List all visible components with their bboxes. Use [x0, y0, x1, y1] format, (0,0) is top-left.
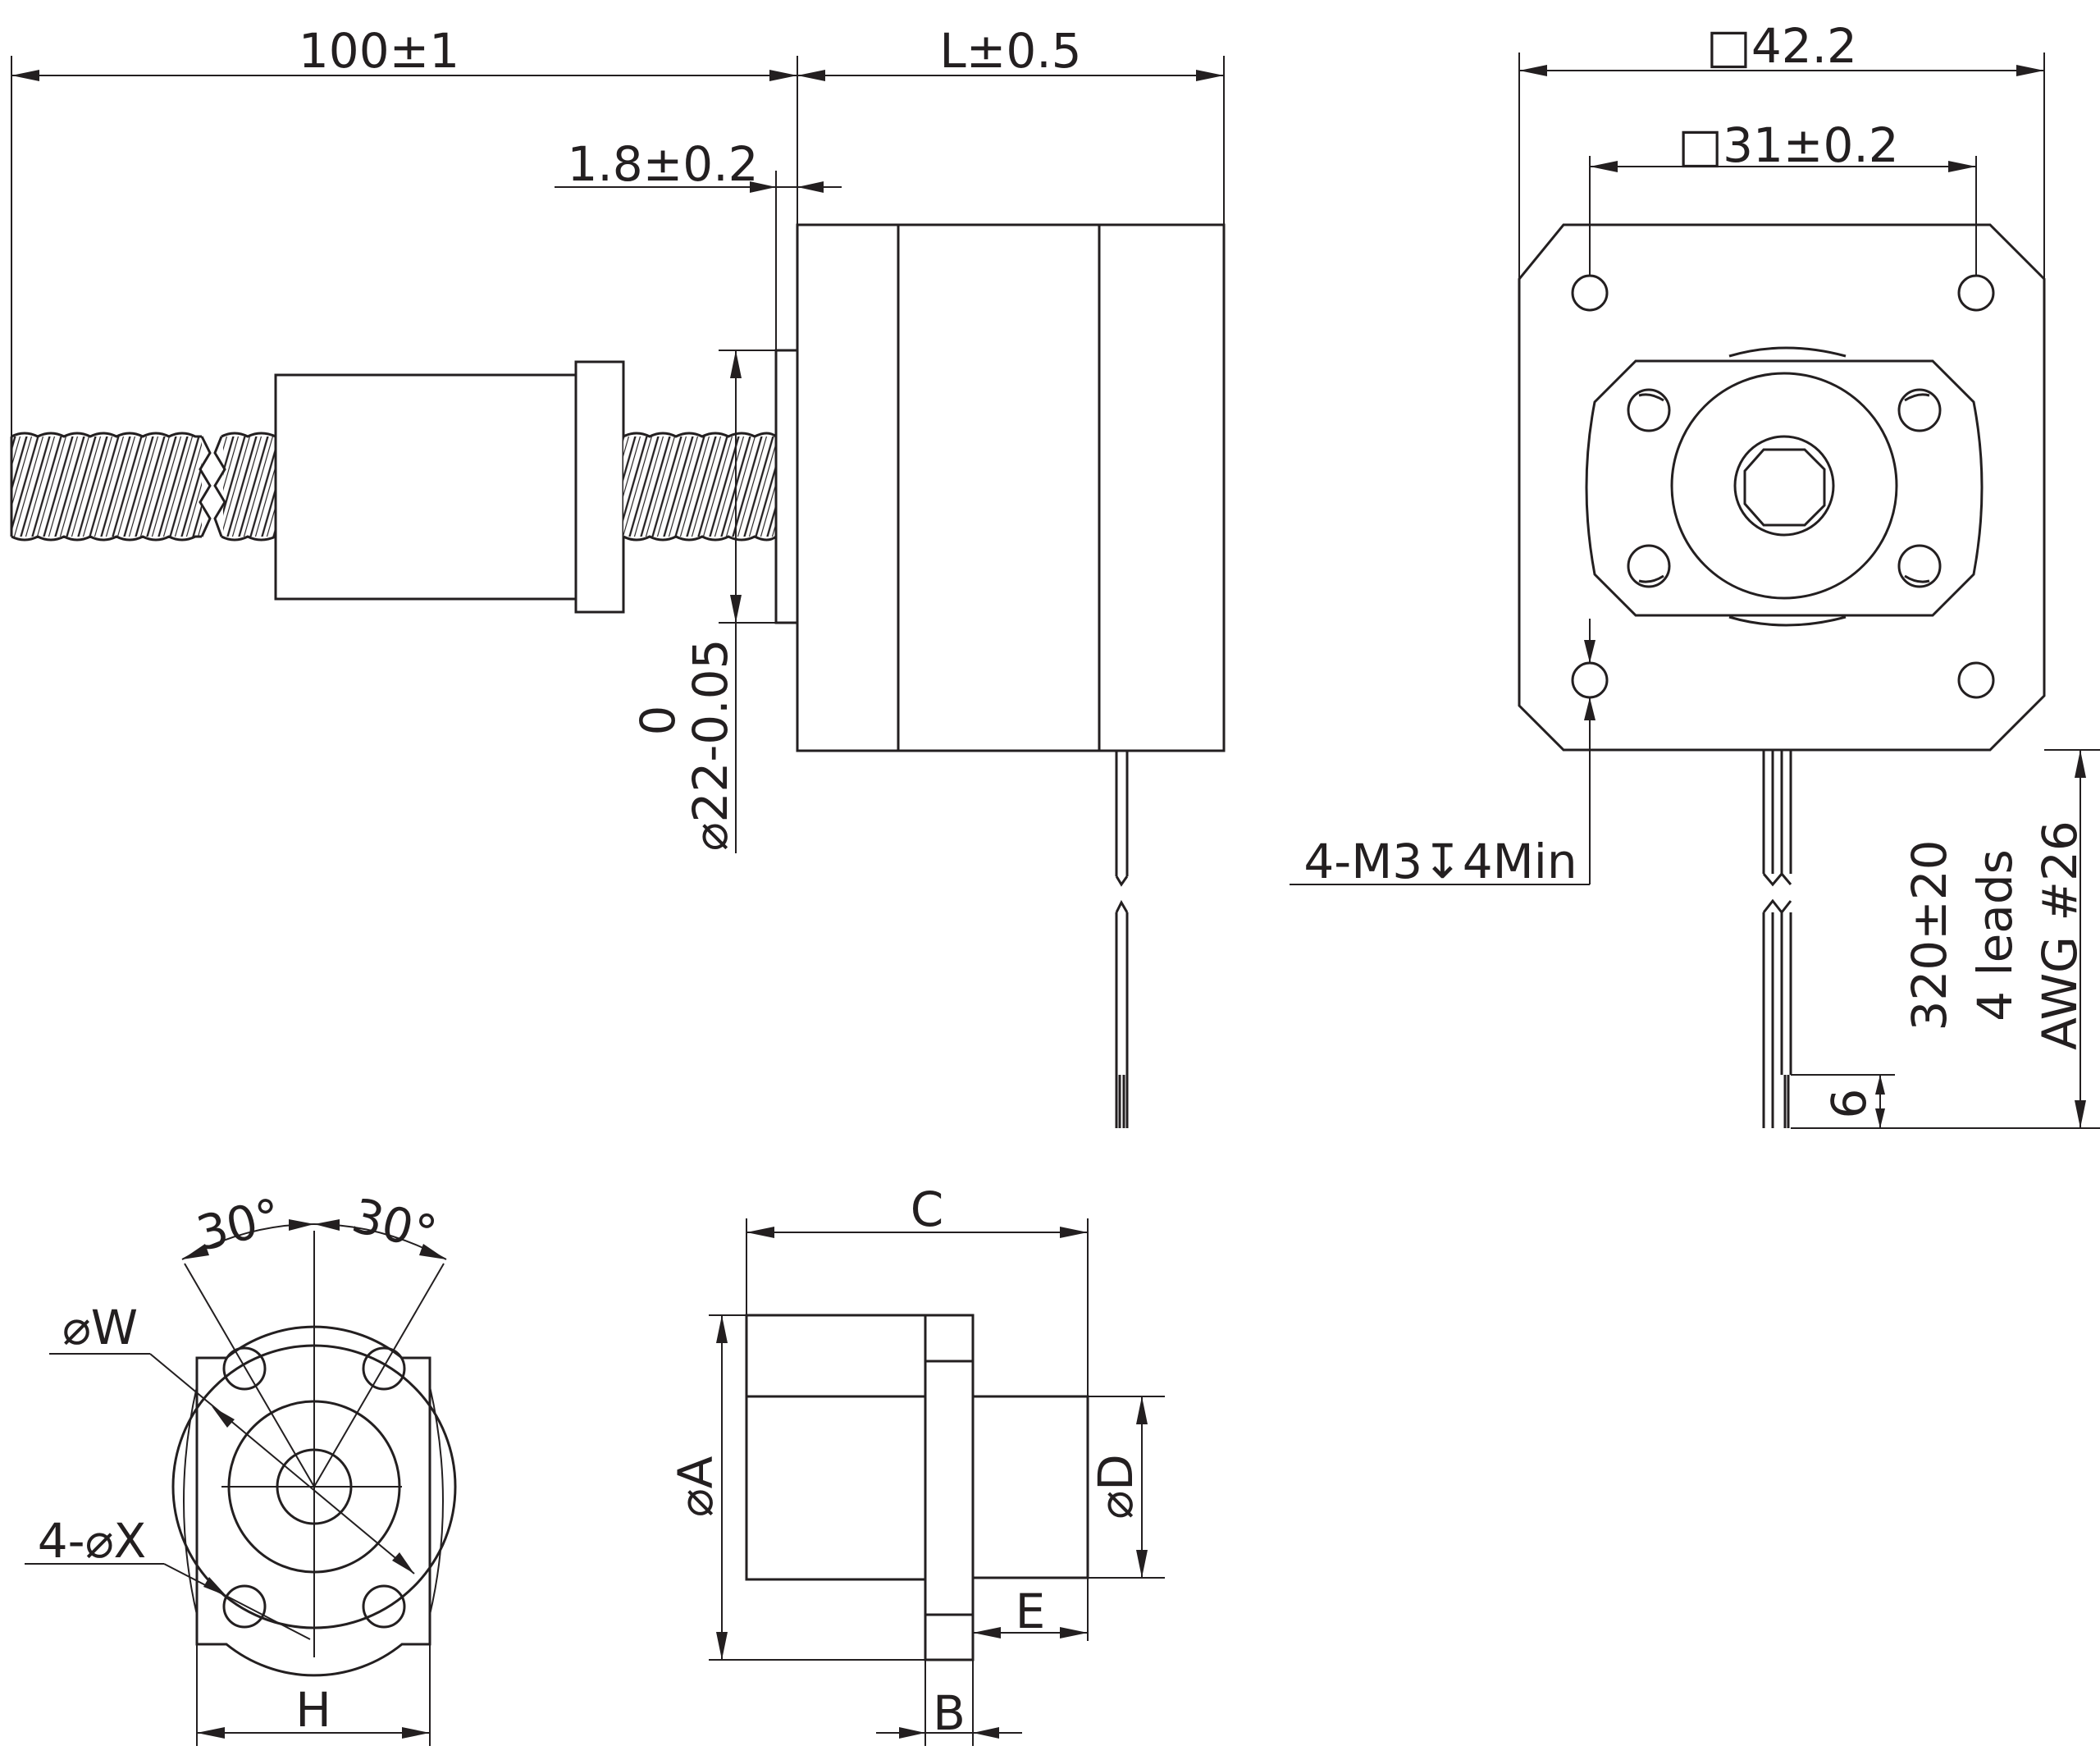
lead-screw-left: [10, 432, 212, 542]
mounting-holes-label: 4-M3↧4Min: [1303, 834, 1577, 889]
strip-length-label: 6: [1821, 1089, 1877, 1119]
dimension-body-length: L±0.5: [797, 23, 1225, 225]
lead-screw-mid: [213, 432, 276, 542]
flange-thickness-b-label: B: [933, 1685, 966, 1741]
nut-side-flange: [924, 1314, 975, 1661]
nut-body: [274, 373, 578, 601]
nut-front-hole-4: [362, 1584, 406, 1629]
dimension-flange-thickness: 1.8±0.2: [555, 136, 842, 350]
nut-side-view: C ⌀A ⌀D E B: [668, 1181, 1165, 1746]
flange-offset-label: E: [1016, 1584, 1046, 1639]
nut-flange: [574, 360, 625, 614]
boss-tolerance-label: 0: [630, 706, 686, 736]
dimension-lead-length: 320±20 4 leads AWG #26: [1791, 749, 2100, 1129]
angle-left-label: 30°: [191, 1187, 286, 1262]
nut-front-hole-3: [222, 1584, 267, 1629]
front-view: □42.2 □31±0.2 4-M3↧4Min 320±20: [1290, 18, 2100, 1129]
nut-holes-label: 4-⌀X: [38, 1513, 146, 1569]
nut-front-view: 30° 30° ⌀W 4-⌀X H: [25, 1187, 457, 1746]
screw-length-label: 100±1: [299, 23, 459, 79]
nut-front-hole-1: [222, 1346, 267, 1391]
boss-diameter-label: ⌀22-0.05: [682, 639, 738, 852]
nut-flange-face: [1585, 359, 1984, 617]
square-size-label: □42.2: [1706, 18, 1857, 74]
lead-screw-right: [623, 432, 777, 542]
dimension-hole-spacing: □31±0.2: [1589, 117, 1977, 276]
flat-width-label: H: [295, 1682, 331, 1738]
motor-boss: [774, 349, 799, 624]
lead-count-label: 4 leads: [1967, 849, 2023, 1021]
flange-thickness-label: 1.8±0.2: [567, 136, 758, 192]
nut-hole-2: [1897, 388, 1942, 432]
angle-right-label: 30°: [347, 1187, 442, 1262]
nut-hole-1: [1627, 388, 1671, 432]
nut-side-body: [745, 1314, 927, 1581]
lead-gauge-label: AWG #26: [2032, 820, 2088, 1050]
dimension-screw-length: 100±1: [11, 23, 798, 436]
bolt-circle-label: ⌀W: [62, 1300, 138, 1355]
motor-body: [796, 223, 1226, 752]
dimension-strip-length: 6: [1791, 1074, 1895, 1128]
nut-side-boss: [971, 1395, 1089, 1579]
hole-spacing-label: □31±0.2: [1678, 117, 1898, 173]
lead-length-label: 320±20: [1901, 839, 1957, 1031]
mounting-hole-br: [1957, 661, 1995, 699]
lead-wire-front: [1762, 750, 1792, 1128]
screw-end: [1733, 435, 1835, 537]
dimension-boss-diameter: 0 ⌀22-0.05: [630, 350, 776, 853]
nut-front-hole-2: [362, 1346, 406, 1391]
nut-body-face: [1670, 372, 1898, 600]
dimension-square-size: □42.2: [1518, 18, 2045, 279]
leader-mounting-holes: 4-M3↧4Min: [1290, 619, 1596, 889]
body-length-label: L±0.5: [939, 23, 1081, 79]
lead-wire-side: [1115, 751, 1129, 1128]
side-view: 100±1 L±0.5 1.8±0.2 0 ⌀22-0.05: [10, 23, 1226, 1128]
nut-hole-3: [1627, 544, 1671, 588]
body-diameter-label: ⌀A: [668, 1456, 724, 1517]
nut-length-label: C: [911, 1181, 944, 1237]
nut-hole-4: [1897, 544, 1942, 588]
flange-diameter-label: ⌀D: [1088, 1454, 1144, 1520]
